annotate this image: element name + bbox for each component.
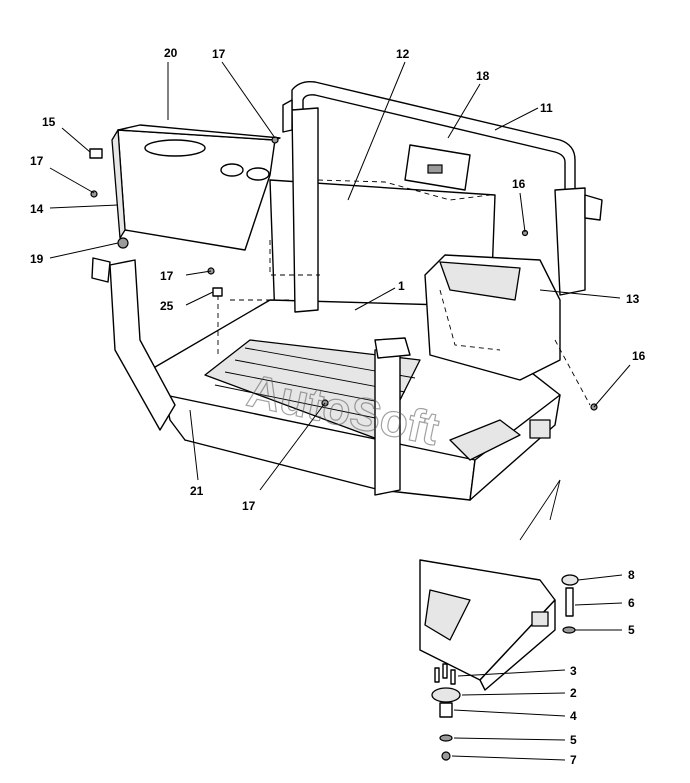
spacer-25 (212, 287, 223, 297)
washer-5-lower (439, 734, 453, 742)
callout-11: 11 (540, 101, 553, 115)
callout-17: 17 (30, 154, 44, 168)
callout-17: 17 (242, 499, 256, 513)
callout-8: 8 (628, 568, 635, 582)
callout-labels: 20 17 12 18 11 15 17 14 16 19 17 1 13 25… (30, 46, 646, 767)
bolt-6 (565, 587, 574, 617)
left-rear-post (291, 107, 319, 313)
cup-holder-right (246, 167, 270, 181)
stud-3b (442, 663, 448, 679)
main-hardware (89, 136, 598, 411)
inset-detail (419, 479, 579, 761)
roll-bar (91, 80, 603, 496)
callout-7: 7 (570, 753, 577, 767)
inset-grate (424, 589, 471, 641)
bolt-17-upper (271, 136, 279, 144)
knob-8 (561, 574, 579, 586)
alignment-lines (217, 179, 591, 406)
left-console (111, 124, 281, 251)
left-front-arm (109, 259, 176, 431)
callout-16: 16 (512, 177, 526, 191)
console-side (111, 129, 126, 239)
callout-12: 12 (396, 47, 410, 61)
connector-15 (89, 148, 103, 159)
right-post-bracket (584, 194, 603, 221)
front-right-post-cap (374, 337, 411, 359)
callout-13: 13 (626, 292, 640, 306)
leader-lines (49, 61, 631, 761)
right-rear-post (554, 187, 586, 296)
floor-plate (449, 419, 521, 461)
grommet-19 (117, 237, 129, 249)
callout-6: 6 (628, 596, 635, 610)
callout-25: 25 (160, 299, 174, 313)
callout-19: 19 (30, 252, 44, 266)
callout-3: 3 (570, 664, 577, 678)
console-top (117, 124, 281, 141)
callout-21: 21 (190, 484, 204, 498)
left-post-bracket (282, 99, 293, 133)
stud-3c (450, 669, 456, 685)
callout-1: 1 (398, 279, 405, 293)
controller-connector (427, 164, 443, 174)
callout-16: 16 (632, 349, 646, 363)
callout-14: 14 (30, 202, 44, 216)
callout-4: 4 (570, 709, 577, 723)
floor-grate (204, 339, 421, 441)
washer-5-upper (562, 626, 576, 634)
isolator-2 (431, 687, 461, 703)
cup-holder-center (220, 163, 244, 177)
callout-20: 20 (164, 46, 178, 60)
switch-panel (529, 419, 551, 439)
sleeve-4 (439, 702, 453, 718)
callout-2: 2 (570, 686, 577, 700)
callout-18: 18 (476, 69, 490, 83)
callout-5: 5 (570, 733, 577, 747)
callout-17: 17 (212, 47, 226, 61)
controller-module (404, 144, 471, 191)
stud-3a (434, 667, 440, 683)
callout-15: 15 (42, 115, 56, 129)
nut-7 (441, 751, 451, 761)
inset-switch-panel (531, 611, 549, 627)
callout-17: 17 (160, 269, 174, 283)
callout-5: 5 (628, 623, 635, 637)
cup-holder-left (144, 139, 206, 157)
console-tray (439, 261, 521, 301)
left-arm-bracket (91, 257, 111, 283)
